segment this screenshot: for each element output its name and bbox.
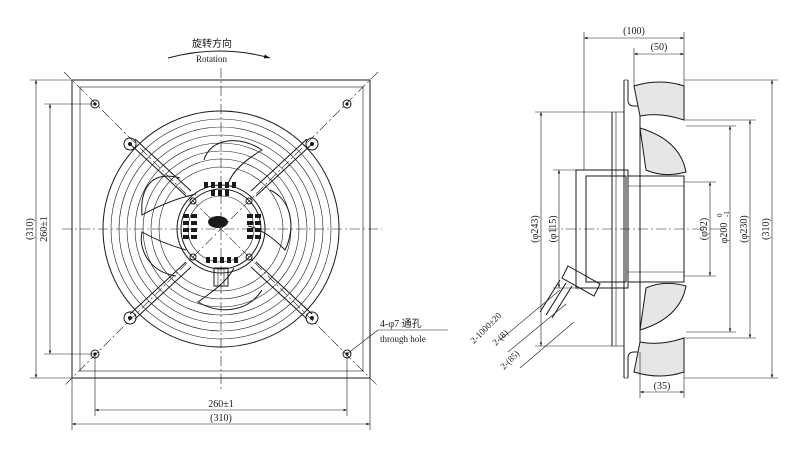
side-dim-top: (100) (50) (583, 26, 685, 170)
hole-note: 4-φ7 通孔 (380, 318, 422, 330)
dim-dia-200-tol-upper: 0 (716, 213, 724, 217)
front-view: 旋转方向 Rotation (25, 37, 448, 430)
cable-gland (561, 265, 601, 297)
motor-hub (176, 182, 266, 287)
venturi-bottom (633, 337, 685, 377)
dim-dia-243: (φ243) (530, 215, 541, 242)
side-blade-upper (639, 127, 687, 176)
brand-logo (208, 216, 228, 228)
side-view: (100) (50) (φ243) (φ115) (468, 26, 778, 398)
side-dim-bottom: (35) (639, 352, 685, 398)
side-dim-left: (φ243) (φ115) (530, 111, 612, 347)
dim-width-inner: 260±1 (208, 399, 234, 410)
dim-depth-partial: (50) (651, 42, 668, 53)
dim-dia-230: (φ230) (739, 215, 750, 242)
dim-width: 260±1 (310) (71, 354, 371, 430)
dim-depth-total: (100) (623, 26, 645, 37)
dim-height-inner: 260±1 (39, 216, 50, 242)
dim-cable-8: 2-(8) (490, 328, 510, 348)
dim-height-outer: (310) (25, 218, 36, 240)
dim-dia-200-tol-lower: -1 (723, 211, 731, 217)
mounting-hole-tr (342, 99, 352, 109)
fan-guard (102, 110, 340, 348)
dim-height: (310) 260±1 (25, 79, 95, 379)
dim-depth-35: (35) (654, 381, 671, 392)
guard-struts (123, 137, 319, 325)
hole-note-en: through hole (380, 334, 426, 344)
side-dim-right: (φ92) φ200 0 -1 (φ230) (310) (684, 79, 778, 379)
rotation-label-cn: 旋转方向 (192, 37, 232, 50)
hole-callout: 4-φ7 通孔 through hole (346, 318, 448, 355)
dim-width-outer: (310) (210, 413, 232, 424)
rotation-label-en: Rotation (196, 54, 227, 64)
dim-dia-115: (φ115) (548, 215, 559, 242)
dim-dia-92: (φ92) (699, 218, 710, 240)
cable-dims: 2-1000±20 2-(8) 2-(85) (468, 289, 575, 371)
venturi-top (633, 81, 685, 121)
side-blade-lower (639, 282, 687, 331)
side-motor-rear (627, 175, 685, 283)
dim-cable-85: 2-(85) (498, 348, 521, 371)
rotation-arrow (167, 50, 271, 59)
centerline-diagonal-2 (63, 71, 379, 387)
side-plate (627, 80, 641, 378)
dim-dia-200: φ200 (719, 223, 730, 244)
dim-height-310: (310) (761, 218, 772, 240)
